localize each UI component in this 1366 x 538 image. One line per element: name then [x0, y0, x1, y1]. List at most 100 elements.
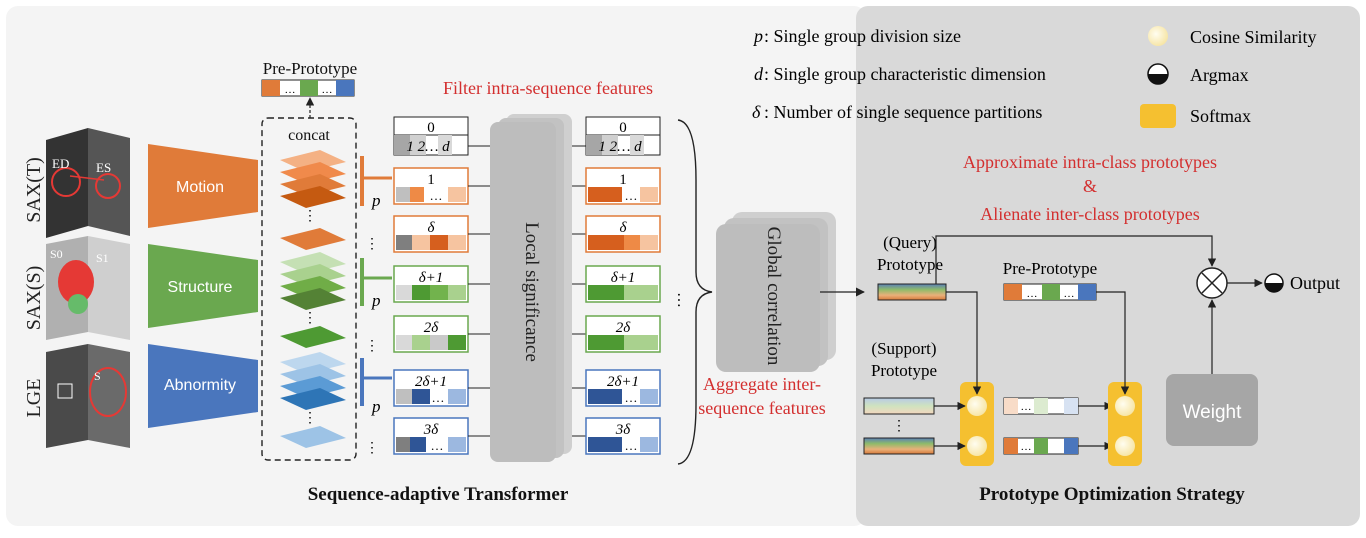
- argmax-output-icon: [1264, 273, 1284, 293]
- token-row-6-right-dots: …: [625, 438, 638, 453]
- p-label-1: p: [371, 191, 381, 210]
- token-row-4-left-label: 2δ: [424, 320, 440, 336]
- right-tokens: 0 1 2… d 1 … δ δ+1: [585, 116, 661, 455]
- token-row-6-right: 3δ …: [585, 417, 661, 455]
- concat-label: concat: [288, 127, 330, 144]
- preproto-to-softmax2: [1096, 291, 1130, 395]
- legend-delta-text: : Number of single sequence partitions: [764, 102, 1042, 122]
- token-row-1-right-label: 1: [619, 172, 627, 188]
- token-row-3-left-label: δ+1: [419, 270, 444, 286]
- legend-p-key: p: [752, 26, 763, 46]
- support-label-line1: (Support): [871, 339, 936, 358]
- left-tokens: 0 1 2… d 1 … δ δ+1: [393, 116, 469, 455]
- img-es-label: ES: [96, 160, 111, 175]
- motion-feature-stack: ⋮: [280, 150, 346, 250]
- token-row-5-right-label: 2δ+1: [607, 374, 639, 390]
- token-row-1-left-label: 1: [427, 172, 435, 188]
- structure-stack-dots: ⋮: [303, 311, 317, 326]
- legend-cosine-text: Cosine Similarity: [1190, 27, 1317, 47]
- token-row-0-right: 0 1 2… d: [585, 116, 661, 156]
- left-connectors: [468, 145, 492, 437]
- legend-p: p : Single group division size: [752, 26, 961, 46]
- legend-d: d : Single group characteristic dimensio…: [754, 64, 1046, 84]
- local-significance-block: Local significance: [490, 114, 572, 462]
- token-row-0-right-label: 0: [619, 120, 627, 136]
- query-to-softmax1: [946, 291, 982, 395]
- legend-argmax: Argmax: [1147, 63, 1249, 85]
- motion-encoder: Motion: [148, 144, 258, 228]
- support-prototype-bar-2: [863, 437, 935, 455]
- approx-line2: Alienate inter-class prototypes: [980, 204, 1200, 224]
- query-prototype-bar: [877, 283, 947, 301]
- cosine-similarity-icon: [1148, 26, 1168, 46]
- legend-softmax-text: Softmax: [1190, 106, 1251, 126]
- token-row-3-left: δ+1: [393, 265, 469, 303]
- pre-prototype-right-label: Pre-Prototype: [1003, 259, 1097, 278]
- pre-prototype-top-title: Pre-Prototype: [263, 59, 357, 78]
- legend-d-text: : Single group characteristic dimension: [764, 64, 1046, 84]
- img-s-label: S: [94, 369, 101, 383]
- token-row-0-left-sub: 1 2… d: [406, 139, 450, 155]
- p-bracket-orange: p: [360, 156, 392, 210]
- token-row-4-right: 2δ: [585, 315, 661, 353]
- weight-block: [1166, 374, 1258, 446]
- brace-dots: …: [674, 292, 691, 308]
- legend-p-text: : Single group division size: [764, 26, 961, 46]
- token-row-0-left: 0 1 2… d: [393, 116, 469, 156]
- between-dots-1: ⋮: [365, 237, 379, 252]
- legend-softmax: Softmax: [1140, 104, 1251, 128]
- motion-label: Motion: [176, 179, 224, 196]
- legend-cosine: Cosine Similarity: [1148, 26, 1317, 47]
- pre-proto-right-dots-2: …: [1064, 288, 1075, 300]
- p-label-2: p: [371, 291, 381, 310]
- query-label-line2: Prototype: [877, 255, 943, 274]
- label-sax-t: SAX(T): [23, 157, 45, 223]
- token-row-4-right-label: 2δ: [616, 320, 632, 336]
- sax-t-images: ED ES: [46, 128, 130, 238]
- abnormity-feature-stack: ⋮: [280, 352, 346, 448]
- token-row-1-right-dots: …: [625, 188, 638, 203]
- middle-connectors: [572, 145, 586, 437]
- label-sax-s: SAX(S): [23, 266, 45, 330]
- token-row-2-right-label: δ: [620, 220, 628, 236]
- output-label: Output: [1290, 273, 1340, 293]
- structure-encoder: Structure: [148, 244, 258, 328]
- support-dots: ⋮: [892, 419, 906, 434]
- multiply-icon: [1196, 267, 1228, 299]
- between-dots-3: ⋮: [365, 441, 379, 456]
- weight-label: Weight: [1183, 402, 1243, 423]
- motion-stack-dots: ⋮: [303, 209, 317, 224]
- left-panel-title: Sequence-adaptive Transformer: [308, 484, 569, 505]
- legend-delta: δ : Number of single sequence partitions: [752, 102, 1042, 122]
- token-row-5-left-dots: …: [432, 390, 445, 405]
- token-row-1-right: 1 …: [585, 167, 661, 205]
- abnormity-label: Abnormity: [164, 377, 236, 394]
- token-row-6-left-label: 3δ: [423, 422, 440, 438]
- between-dots-2: ⋮: [365, 339, 379, 354]
- token-row-1-left: 1 …: [393, 167, 469, 205]
- support-prototype-bar-1: [863, 397, 935, 415]
- pre-prototype-right-bar: … …: [1003, 283, 1097, 301]
- softmax-icon: [1140, 104, 1176, 128]
- concat-box: [261, 117, 357, 461]
- sax-s-images: S0 S1: [46, 236, 130, 340]
- img-s0-label: S0: [50, 247, 63, 261]
- right-panel-title: Prototype Optimization Strategy: [979, 484, 1245, 505]
- global-correlation-block: Global correlation: [716, 212, 836, 372]
- token-row-6-right-label: 3δ: [615, 422, 632, 438]
- token-row-0-left-label: 0: [427, 120, 435, 136]
- pre-prototype-top: Pre-Prototype … …: [261, 59, 357, 97]
- structure-label: Structure: [168, 279, 233, 296]
- abnormity-encoder: Abnormity: [148, 344, 258, 428]
- cosine-node-2a: [1115, 396, 1135, 416]
- intermediate-bar-2-dots: …: [1021, 441, 1032, 453]
- token-row-4-left: 2δ: [393, 315, 469, 353]
- aggregate-brace: [677, 119, 713, 465]
- approx-amp: &: [1083, 176, 1097, 196]
- img-ed-label: ED: [52, 156, 69, 171]
- token-row-2-left: δ: [393, 215, 469, 253]
- token-row-5-right-dots: …: [625, 390, 638, 405]
- query-label-line1: (Query): [883, 233, 937, 252]
- token-row-0-right-sub: 1 2… d: [598, 139, 642, 155]
